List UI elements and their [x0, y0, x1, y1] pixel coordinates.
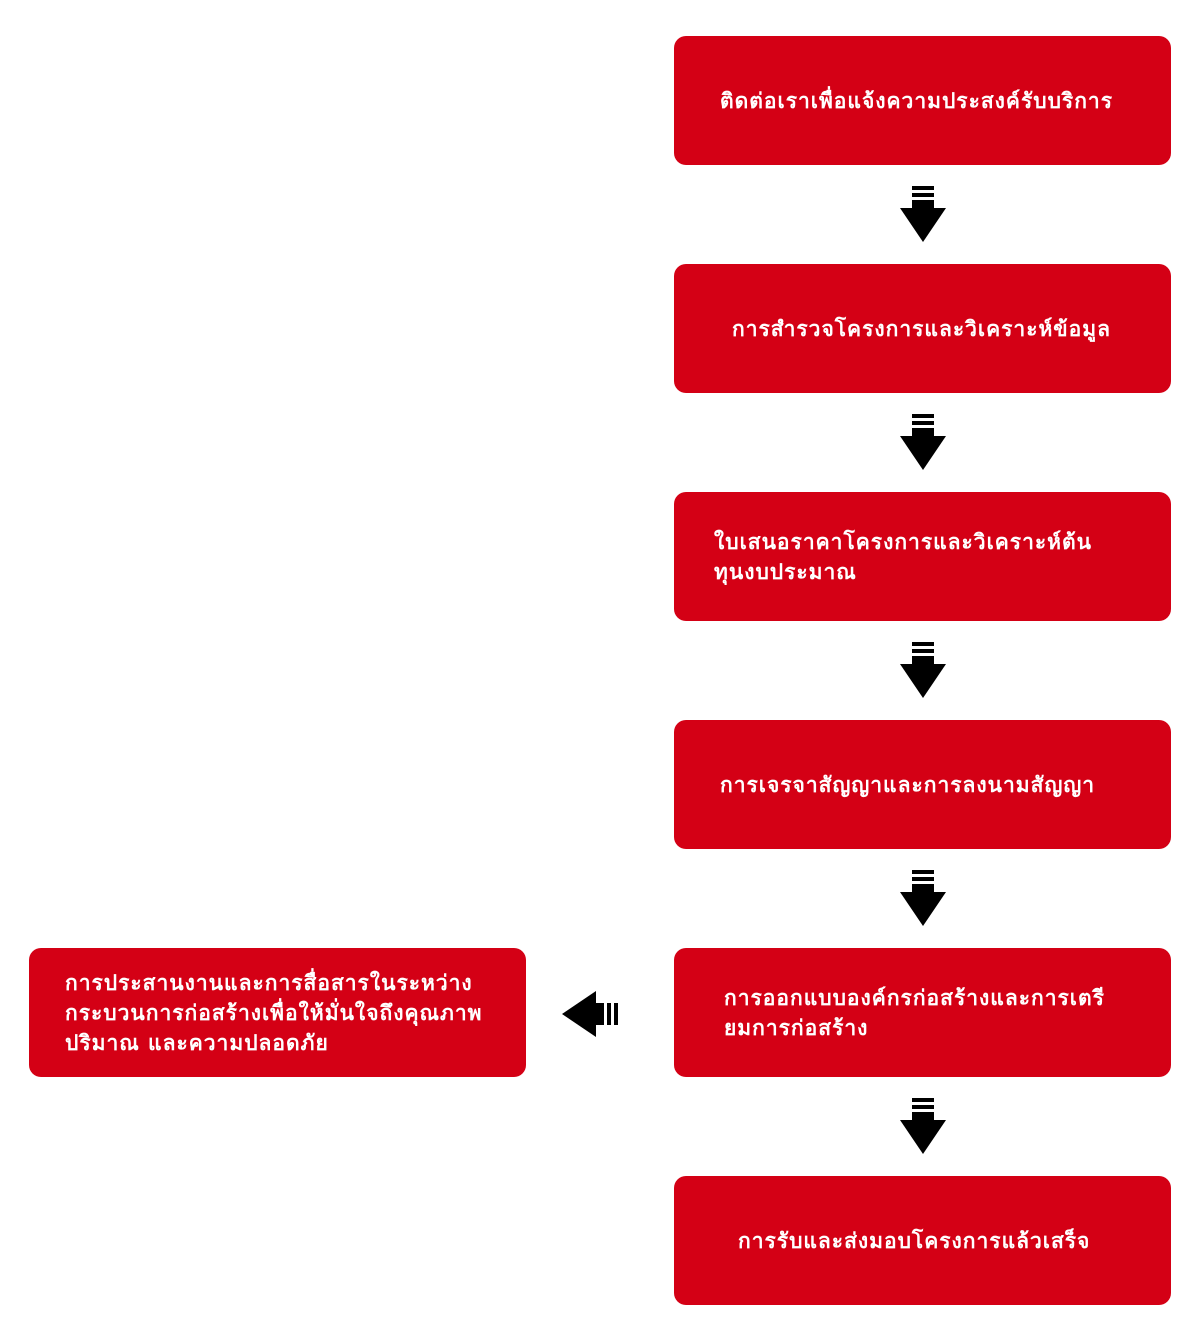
- step-box-6: การรับและส่งมอบโครงการแล้วเสร็จ: [674, 1176, 1171, 1305]
- step-label-6: การรับและส่งมอบโครงการแล้วเสร็จ: [738, 1228, 1091, 1253]
- down-arrow-icon: [900, 642, 946, 700]
- step-box-1: ติดต่อเราเพื่อแจ้งความประสงค์รับบริการ: [674, 36, 1171, 165]
- left-arrow-icon: [562, 991, 618, 1037]
- step-label-4: การเจรจาสัญญาและการลงนามสัญญา: [720, 772, 1096, 797]
- step-box-2: การสำรวจโครงการและวิเคราะห์ข้อมูล: [674, 264, 1171, 393]
- down-arrow-icon: [900, 870, 946, 928]
- step-label-3: ใบเสนอราคาโครงการและวิเคราะห์ต้นทุนงบประ…: [714, 529, 1092, 584]
- down-arrow-icon: [900, 186, 946, 244]
- side-step-label: การประสานงานและการสื่อสารในระหว่างกระบวน…: [65, 970, 483, 1055]
- down-arrow-icon: [900, 414, 946, 472]
- step-label-1: ติดต่อเราเพื่อแจ้งความประสงค์รับบริการ: [720, 88, 1113, 113]
- side-step-box: การประสานงานและการสื่อสารในระหว่างกระบวน…: [29, 948, 526, 1077]
- step-box-5: การออกแบบองค์กรก่อสร้างและการเตรียมการก่…: [674, 948, 1171, 1077]
- step-label-5: การออกแบบองค์กรก่อสร้างและการเตรียมการก่…: [724, 985, 1105, 1040]
- step-box-4: การเจรจาสัญญาและการลงนามสัญญา: [674, 720, 1171, 849]
- step-label-2: การสำรวจโครงการและวิเคราะห์ข้อมูล: [732, 316, 1111, 341]
- down-arrow-icon: [900, 1098, 946, 1156]
- step-box-3: ใบเสนอราคาโครงการและวิเคราะห์ต้นทุนงบประ…: [674, 492, 1171, 621]
